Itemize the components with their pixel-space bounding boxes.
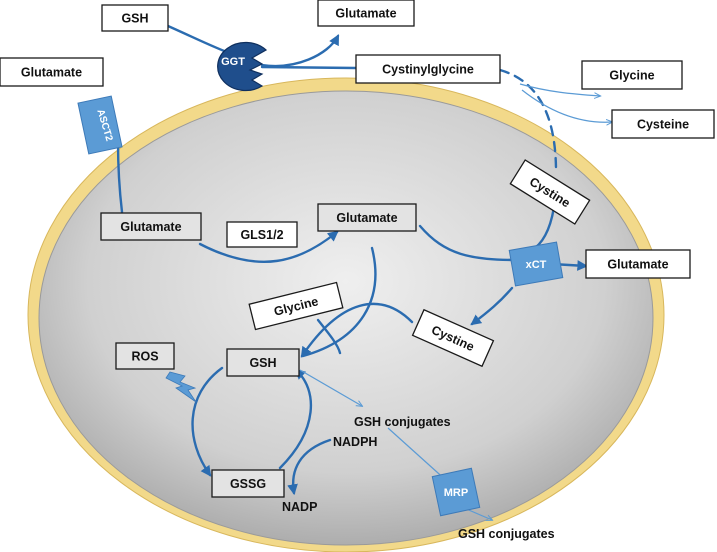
- label-glutamate-right: Glutamate: [585, 249, 691, 279]
- arrow-glutamate-to-gsh: [301, 246, 377, 358]
- cell: [27, 77, 665, 552]
- svg-text:Glutamate: Glutamate: [120, 220, 181, 234]
- label-nadph: NADPH: [333, 435, 377, 449]
- svg-text:GSH: GSH: [121, 12, 148, 26]
- label-gsh-inside: GSH: [226, 348, 300, 377]
- ggt-label: GGT: [221, 56, 245, 68]
- arrow-conjugates-to-mrp: [387, 427, 449, 483]
- arrow-cystine-to-gsh: [300, 302, 414, 358]
- label-nadp: NADP: [282, 500, 317, 514]
- label-cysteine-outside: Cysteine: [611, 109, 715, 139]
- asct2-shape: [77, 95, 123, 155]
- transporter-asct2: ASCT2: [77, 95, 123, 155]
- label-gls: GLS1/2: [226, 221, 298, 248]
- svg-text:Glycine: Glycine: [609, 69, 654, 83]
- label-glutamate-left: Glutamate: [0, 57, 104, 87]
- arrow-gsh-to-gssg: [191, 366, 224, 477]
- label-glutamate-inner-left: Glutamate: [100, 212, 202, 241]
- arrow-gls-conversion: [198, 230, 339, 263]
- cell-interior: [38, 90, 654, 546]
- label-glycine-inside: Glycine: [248, 281, 344, 331]
- svg-text:Cysteine: Cysteine: [637, 118, 689, 132]
- svg-text:Glutamate: Glutamate: [336, 211, 397, 225]
- arrow-to-glycine: [519, 83, 600, 96]
- arrow-ggt-to-glutamate: [260, 34, 340, 68]
- svg-text:GLS1/2: GLS1/2: [240, 228, 283, 242]
- svg-text:GSSG: GSSG: [230, 477, 266, 491]
- mrp-label: MRP: [444, 487, 468, 499]
- label-gsh-outside: GSH: [101, 4, 169, 32]
- ros-lightning-icon: [165, 371, 197, 403]
- xct-label: xCT: [526, 259, 547, 271]
- transporter-xct: xCT: [508, 241, 564, 287]
- svg-text:Glutamate: Glutamate: [21, 66, 82, 80]
- label-glutamate-center: Glutamate: [317, 203, 417, 232]
- arrow-nadph-to-nadp: [287, 438, 332, 496]
- label-glycine-outside: Glycine: [581, 60, 683, 90]
- mrp-shape: [431, 467, 481, 517]
- arrow-asct2-import: [116, 140, 124, 214]
- ggt-enzyme-shape: [217, 41, 268, 92]
- label-gsh-conjugates-inside: GSH conjugates: [354, 415, 451, 429]
- arrow-cystinylglycine-to-cystine: [498, 68, 558, 170]
- arrow-glycine-to-gsh: [316, 318, 342, 355]
- label-cystinylglycine: Cystinylglycine: [355, 54, 501, 84]
- arrow-ggt-to-cystinylglycine: [260, 65, 358, 70]
- arrow-gssg-to-gsh: [278, 368, 313, 470]
- svg-text:ROS: ROS: [131, 350, 158, 364]
- svg-text:Glutamate: Glutamate: [335, 7, 396, 21]
- arrow-xct-to-cystine: [470, 286, 514, 326]
- transporter-mrp: MRP: [431, 467, 481, 517]
- svg-text:Cystinylglycine: Cystinylglycine: [382, 63, 474, 77]
- svg-text:Glutamate: Glutamate: [607, 258, 668, 272]
- label-ros: ROS: [115, 342, 175, 370]
- svg-text:GSH: GSH: [249, 356, 276, 370]
- arrow-to-cysteine: [521, 89, 612, 122]
- xct-shape: [508, 241, 564, 287]
- label-gsh-conjugates-outside: GSH conjugates: [458, 527, 555, 541]
- arrow-gsh-to-ggt: [166, 24, 234, 56]
- label-glutamate-top: Glutamate: [317, 0, 415, 27]
- label-gssg: GSSG: [211, 469, 285, 498]
- ggt-enzyme: GGT: [217, 41, 268, 92]
- arrow-glutamate-to-xct: [418, 224, 522, 262]
- arrow-gsh-to-conjugates: [299, 369, 362, 406]
